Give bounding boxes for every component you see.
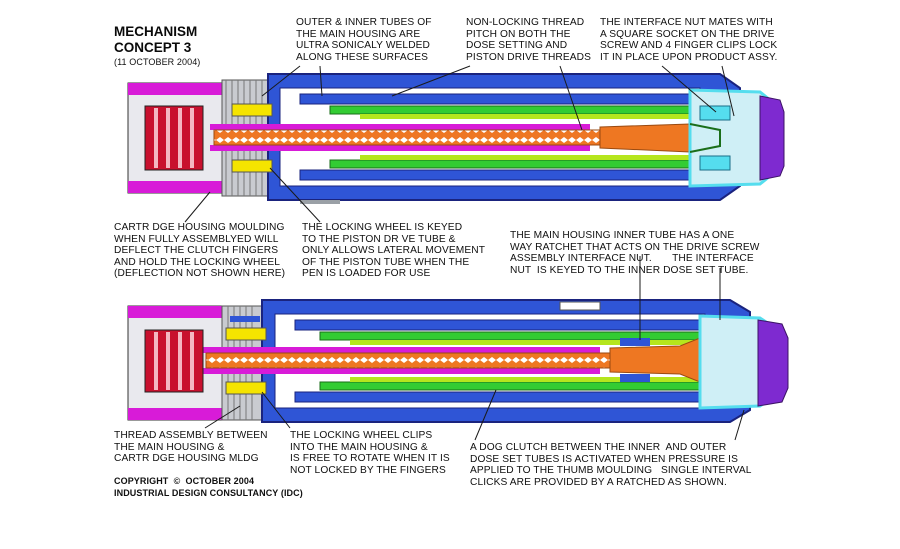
- leader-lines: [184, 65, 745, 441]
- title-date: (11 OCTOBER 2004): [114, 57, 201, 67]
- title-line-2: CONCEPT 3: [114, 40, 192, 55]
- note-non-locking-thread: NON-LOCKING THREAD PITCH ON BOTH THE DOS…: [466, 17, 592, 63]
- note-outer-inner-tubes: OUTER & INNER TUBES OF THE MAIN HOUSING …: [296, 17, 432, 63]
- lower-assembly: [127, 299, 789, 423]
- title-line-1: MECHANISM: [114, 24, 198, 39]
- footer-company: INDUSTRIAL DESIGN CONSULTANCY (IDC): [114, 488, 303, 498]
- footer-copyright: COPYRIGHT © OCTOBER 2004: [114, 476, 255, 486]
- note-dog-clutch: A DOG CLUTCH BETWEEN THE INNER AND OUTER…: [470, 442, 752, 488]
- note-ratchet: THE MAIN HOUSING INNER TUBE HAS A ONE WA…: [510, 230, 760, 276]
- note-locking-wheel-keyed: THE LOCKING WHEEL IS KEYED TO THE PISTON…: [302, 222, 486, 280]
- note-locking-wheel-clips: THE LOCKING WHEEL CLIPS INTO THE MAIN HO…: [290, 430, 450, 476]
- note-cartridge-housing: CARTR DGE HOUSING MOULDING WHEN FULLY AS…: [114, 222, 286, 280]
- note-thread-assembly: THREAD ASSEMBLY BETWEEN THE MAIN HOUSING…: [114, 430, 268, 465]
- note-interface-nut: THE INTERFACE NUT MATES WITH A SQUARE SO…: [600, 17, 778, 63]
- upper-assembly: [127, 73, 785, 204]
